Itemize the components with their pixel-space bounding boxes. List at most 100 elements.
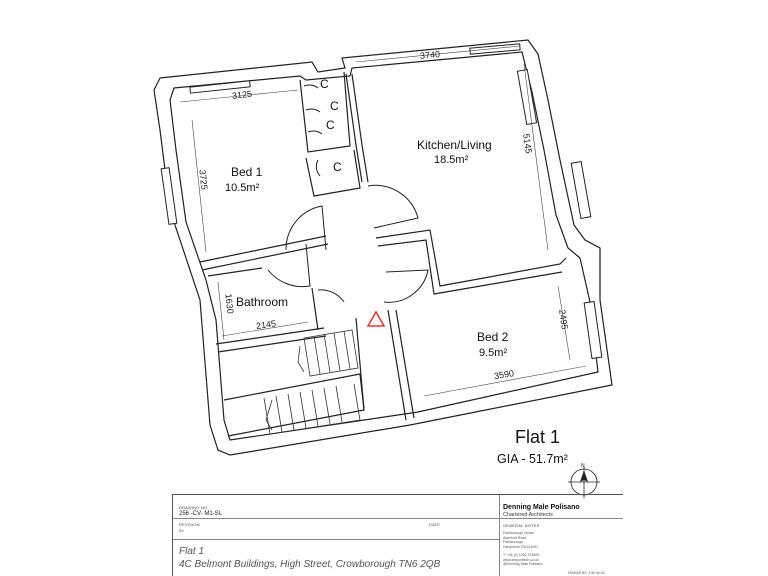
- wall-kitchen-bottom-2: [377, 239, 563, 295]
- staircase: [263, 329, 361, 435]
- stair-arrow: [265, 399, 273, 431]
- outer-wall-inner: [169, 51, 599, 441]
- window-bed2-right: [583, 301, 603, 359]
- drawing-no-label: DRAWING NO.: [179, 505, 209, 510]
- address-line: Hampshire GU14 6XD: [503, 544, 538, 549]
- room-name-bathroom: Bathroom: [236, 295, 288, 309]
- flat-title: Flat 1: [515, 427, 561, 447]
- stair-tread: [323, 333, 331, 373]
- cupboard-label-2: C: [326, 118, 335, 132]
- door-bed2: [383, 269, 429, 303]
- window-kitchen-top: [469, 43, 521, 55]
- dim-bed1-depth: 3725: [197, 169, 209, 190]
- wall-bath-right: [311, 287, 319, 331]
- room-name-kitchen: Kitchen/Living: [417, 138, 492, 152]
- dim-bath-width: 2145: [255, 318, 276, 331]
- wall-bed2-left-2: [395, 309, 415, 419]
- door-cupboard-4: [315, 159, 321, 177]
- dim-bath-depth: 1630: [223, 293, 235, 314]
- cupboard-walls: [299, 71, 351, 153]
- dim-kitchen-width: 3740: [420, 49, 441, 61]
- stair-tread: [313, 335, 321, 375]
- stair-enclosure: [223, 373, 365, 437]
- contact-line: www.dmpsoftech.co.uk: [503, 557, 539, 562]
- wall-bed1-kitchen-2: [351, 73, 369, 183]
- room-area-bed1: 10.5m²: [225, 182, 260, 194]
- contact-line: T: +44 (0) 1252 378499: [503, 553, 540, 557]
- wall-bath-bottom: [215, 327, 325, 345]
- window-kitchen-right-1: [516, 68, 538, 126]
- wall-bed1-bottom: [199, 235, 327, 263]
- wall-bed1-bottom-2: [201, 243, 329, 271]
- warning-triangle-icon: [366, 310, 386, 327]
- tb-divider: [173, 518, 623, 519]
- cupboard-lower: [305, 149, 361, 197]
- window-kitchen-right-2: [570, 160, 592, 220]
- address-block: Farnborough House Alderholt Road Farnbor…: [503, 531, 538, 549]
- room-area-bed2: 9.5m²: [479, 347, 507, 359]
- stair-tread: [275, 395, 283, 433]
- door-cupboard-2: [305, 108, 321, 113]
- tb-divider: [499, 495, 500, 576]
- dim-line-kitchen-depth: [523, 63, 549, 251]
- wall-bed1-kitchen: [345, 73, 363, 183]
- wall-bath-bottom-2: [217, 335, 327, 353]
- contact-block: T: +44 (0) 1252 378499 www.dmpsoftech.co…: [503, 553, 543, 567]
- stair-tread: [287, 393, 295, 431]
- north-label: N: [581, 463, 585, 469]
- revision: 00: [179, 528, 184, 533]
- wall-bath-top: [207, 267, 263, 277]
- contact-line: @Denning Male Polisano: [503, 562, 543, 566]
- room-name-bed2: Bed 2: [477, 330, 509, 344]
- dim-line-bed2-width: [423, 365, 587, 397]
- cupboard-label-1: C: [320, 77, 329, 91]
- room-area-kitchen: 18.5m²: [434, 154, 469, 166]
- windows: [160, 43, 603, 359]
- revision-label: REVISION: [179, 522, 200, 527]
- stair-upper-flight: [303, 329, 359, 377]
- dim-line-bed2-depth: [557, 285, 571, 361]
- stair-tread: [323, 387, 331, 425]
- door-entry: [317, 289, 345, 303]
- room-name-bed1: Bed 1: [231, 165, 263, 179]
- door-kitchen: [367, 184, 419, 229]
- dim-line-bath-depth: [217, 281, 225, 341]
- stair-tread: [335, 385, 343, 423]
- sheet-ref: DRAWN BY: 1:50 @ A3: [568, 571, 605, 575]
- door-cupboard-1: [303, 84, 319, 89]
- project-title: Flat 1: [179, 546, 205, 557]
- stair-tread: [333, 332, 341, 372]
- dim-bed2-width: 3590: [493, 368, 514, 381]
- dim-bed2-depth: 2495: [557, 309, 570, 330]
- tb-divider: [499, 518, 623, 519]
- dim-bed1-width: 3125: [232, 89, 253, 101]
- firm-name: Denning Male Polisano: [503, 504, 580, 511]
- address-line: Alderholt Road: [503, 535, 527, 540]
- dim-line-bed1-depth: [191, 119, 207, 253]
- dim-kitchen-depth: 5145: [521, 133, 534, 154]
- outer-wall-outer: [153, 39, 613, 456]
- internal-walls: [199, 71, 567, 437]
- cupboard-label-4: C: [333, 160, 342, 174]
- cupboard-label-3: C: [330, 99, 339, 113]
- north-arrow-icon: [568, 466, 600, 498]
- window-bed1-top: [189, 80, 251, 94]
- dim-line-bath-width: [221, 321, 309, 337]
- dim-line-bed1-width: [179, 89, 299, 103]
- stair-tread: [311, 389, 319, 427]
- door-cupboard-3: [307, 130, 323, 135]
- stair-tread: [343, 330, 351, 370]
- address-line: Farnborough House: [503, 531, 535, 535]
- dimension-lines: [179, 45, 587, 397]
- title-block: DRAWING NO. 256 -CV- M1-SL REVISION 00 D…: [172, 494, 623, 576]
- stair-wall-right: [355, 317, 365, 411]
- project-address: 4C Belmont Buildings, High Street, Crowb…: [179, 559, 441, 570]
- flat-gia: GIA - 51.7m²: [497, 452, 568, 466]
- address-line: Farnborough: [503, 540, 524, 544]
- firm-subtitle: Chartered Architects: [503, 512, 553, 518]
- door-bed1: [285, 205, 327, 251]
- wall-kitchen-bottom: [375, 229, 567, 287]
- window-bed1-left: [160, 167, 178, 225]
- stair-arrow-2: [297, 345, 305, 373]
